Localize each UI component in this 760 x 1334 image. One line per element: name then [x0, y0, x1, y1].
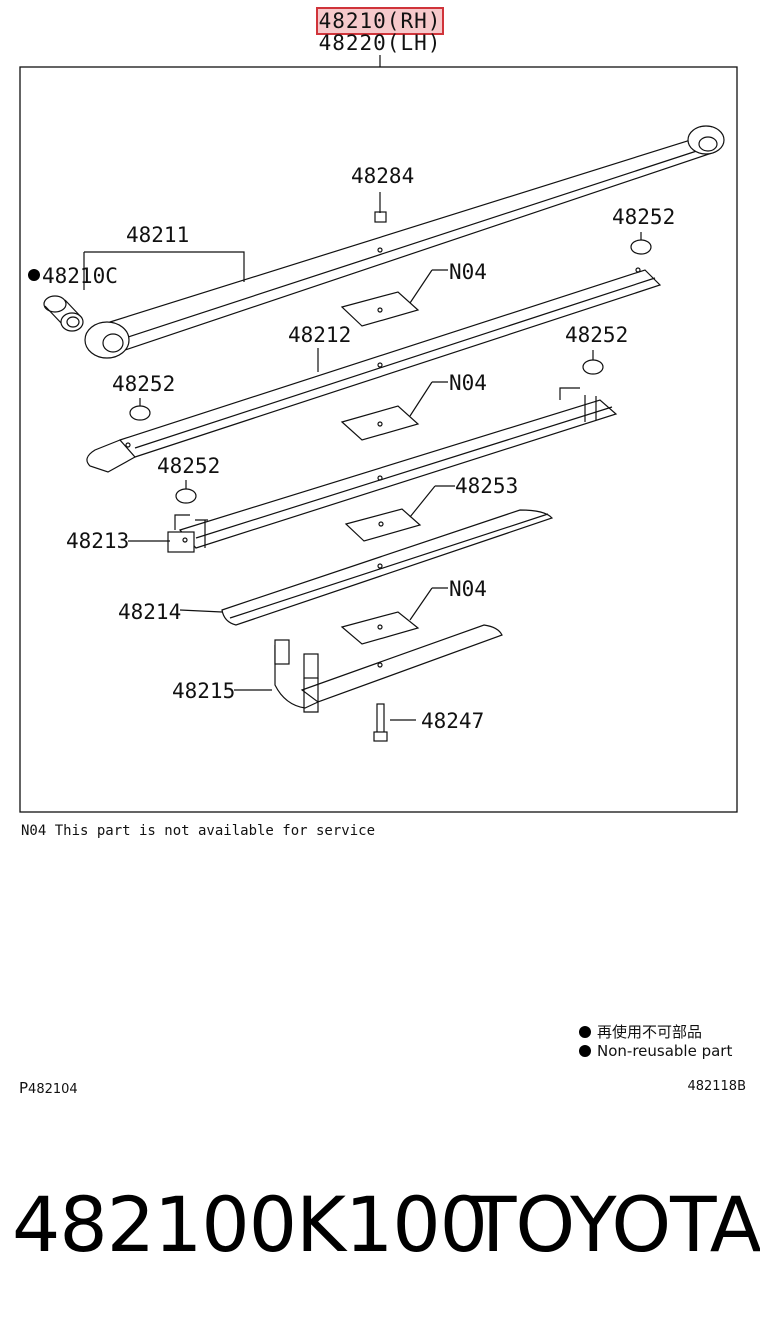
leader-n04-2	[409, 381, 448, 417]
diagram-frame	[19, 66, 738, 813]
bolt-48247	[373, 703, 388, 742]
n04-plate-2	[340, 405, 420, 441]
pad-48252-top	[630, 239, 652, 255]
callout-48211[interactable]: 48211	[126, 223, 189, 247]
leaf-48213	[167, 387, 618, 553]
brand-name: TOYOTA	[470, 1180, 760, 1269]
callout-48252-top[interactable]: 48252	[612, 205, 675, 229]
page-prefix: P	[19, 1079, 29, 1097]
selected-part-header[interactable]: 48210(RH)	[0, 7, 760, 35]
leader-48211	[83, 251, 245, 290]
callout-48284[interactable]: 48284	[351, 164, 414, 188]
legend-en: Non-reusable part	[579, 1042, 732, 1060]
bullet-icon	[579, 1026, 591, 1038]
legend-jp-text: 再使用不可部品	[597, 1023, 703, 1041]
non-reusable-marker	[28, 269, 40, 281]
bushing-48210c	[43, 295, 84, 332]
leader-n04-1	[409, 269, 448, 304]
pad-48252-low	[175, 488, 197, 504]
callout-48215[interactable]: 48215	[172, 679, 235, 703]
callout-n04-2[interactable]: N04	[449, 371, 487, 395]
leader-48253	[409, 485, 455, 518]
pad-48252-mid	[582, 359, 604, 375]
page-code-left: P482104	[19, 1079, 78, 1097]
bullet-icon	[579, 1045, 591, 1057]
service-note: N04 This part is not available for servi…	[21, 823, 376, 839]
selected-part-label[interactable]: 48210(RH)	[315, 7, 445, 35]
callout-48214[interactable]: 48214	[118, 600, 181, 624]
legend-en-text: Non-reusable part	[597, 1042, 733, 1060]
callout-48213[interactable]: 48213	[66, 529, 129, 553]
leaf-spring-diagram: 48284 48211 48210C 48252 N04 48212 48252…	[19, 55, 738, 813]
callout-48247[interactable]: 48247	[421, 709, 484, 733]
pad-48252-left	[129, 405, 151, 421]
legend-jp: 再使用不可部品	[579, 1021, 702, 1042]
page-code-right: 482118B	[687, 1079, 746, 1094]
callout-48252-mid[interactable]: 48252	[565, 323, 628, 347]
callout-48252-left[interactable]: 48252	[112, 372, 175, 396]
nut-48284	[374, 211, 387, 223]
callout-48253[interactable]: 48253	[455, 474, 518, 498]
leaf-48212	[86, 267, 662, 473]
page-code-left-text: 482104	[28, 1082, 78, 1097]
n04-plate-1	[340, 291, 420, 327]
main-leaf-48211	[84, 125, 725, 359]
leaf-48215	[274, 624, 503, 713]
callout-48212[interactable]: 48212	[288, 323, 351, 347]
leader-n04-3	[409, 587, 448, 621]
callout-n04-3[interactable]: N04	[449, 577, 487, 601]
callout-n04-1[interactable]: N04	[449, 260, 487, 284]
callout-48210c[interactable]: 48210C	[42, 264, 118, 288]
part-number: 482100K100	[12, 1180, 488, 1269]
n04-plate-3	[340, 611, 420, 645]
callout-48252-low[interactable]: 48252	[157, 454, 220, 478]
leader-48214	[179, 609, 223, 613]
alt-part-label: 48220(LH)	[318, 31, 442, 55]
leaf-48214	[221, 509, 554, 626]
